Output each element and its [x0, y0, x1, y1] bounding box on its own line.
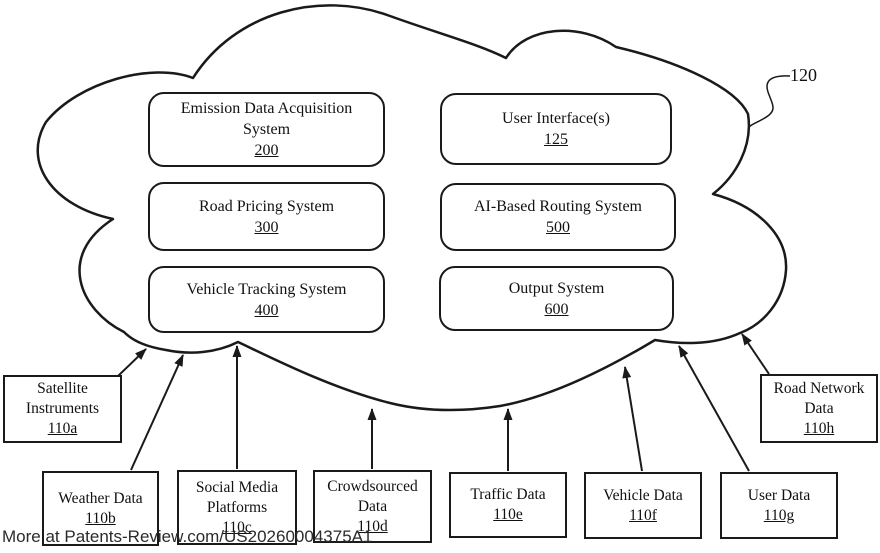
box-reference-number: 110f: [629, 506, 657, 524]
weather-data-box: Weather Data 110b: [42, 471, 159, 546]
arrow-vehicle-data: [622, 366, 643, 472]
ai-based-routing-system-box: AI-Based Routing System 500: [440, 183, 676, 251]
vehicle-tracking-system-box: Vehicle Tracking System 400: [148, 266, 385, 333]
box-reference-number: 110d: [357, 517, 388, 535]
box-reference-number: 400: [254, 301, 279, 319]
box-title: Emission Data Acquisition System: [180, 100, 353, 138]
leader-line-120: [748, 75, 791, 128]
user-interfaces-box: User Interface(s) 125: [440, 93, 672, 165]
output-system-box: Output System 600: [439, 266, 674, 331]
box-reference-number: 110h: [803, 419, 835, 437]
crowdsourced-data-box: Crowdsourced Data 110d: [313, 470, 432, 543]
arrow-weather-data: [130, 354, 184, 471]
box-title: Crowdsourced Data: [327, 477, 418, 515]
box-reference-number: 125: [544, 131, 568, 148]
box-title: Road Network Data: [773, 379, 865, 417]
box-title: Vehicle Data: [603, 486, 683, 504]
box-reference-number: 500: [546, 219, 570, 236]
watermark-text: More at Patents-Review.com/US20260004375…: [2, 527, 373, 546]
traffic-data-box: Traffic Data 110e: [449, 472, 567, 538]
satellite-instruments-box: Satellite Instruments 110a: [3, 375, 122, 443]
box-title: User Data: [747, 486, 811, 504]
box-reference-number: 110c: [222, 518, 252, 536]
box-reference-number: 600: [544, 300, 569, 318]
arrow-user-data: [678, 345, 750, 472]
box-title: Road Pricing System: [198, 197, 335, 215]
box-title: Social Media Platforms: [195, 478, 279, 516]
box-title: User Interface(s): [502, 110, 610, 127]
emission-data-acquisition-system-box: Emission Data Acquisition System 200: [148, 92, 385, 167]
box-title: AI-Based Routing System: [474, 198, 642, 215]
social-media-platforms-box: Social Media Platforms 110c: [177, 470, 297, 545]
box-title: Vehicle Tracking System: [186, 280, 347, 298]
box-reference-number: 110g: [763, 506, 795, 524]
road-network-data-box: Road Network Data 110h: [760, 374, 878, 443]
arrow-satellite-instruments: [116, 348, 147, 378]
road-pricing-system-box: Road Pricing System 300: [148, 182, 385, 251]
box-reference-number: 110e: [493, 506, 523, 523]
box-reference-number: 200: [254, 142, 279, 159]
box-title: Satellite Instruments: [25, 380, 100, 417]
user-data-box: User Data 110g: [720, 472, 838, 539]
box-title: Weather Data: [58, 489, 143, 507]
box-reference-number: 110b: [85, 509, 116, 527]
box-reference-number: 300: [254, 218, 279, 236]
cloud-reference-label: 120: [790, 65, 817, 85]
arrow-road-network-data: [741, 333, 770, 375]
box-reference-number: 110a: [47, 420, 78, 437]
box-title: Traffic Data: [470, 486, 546, 503]
vehicle-data-box: Vehicle Data 110f: [584, 472, 702, 539]
box-title: Output System: [508, 279, 605, 297]
